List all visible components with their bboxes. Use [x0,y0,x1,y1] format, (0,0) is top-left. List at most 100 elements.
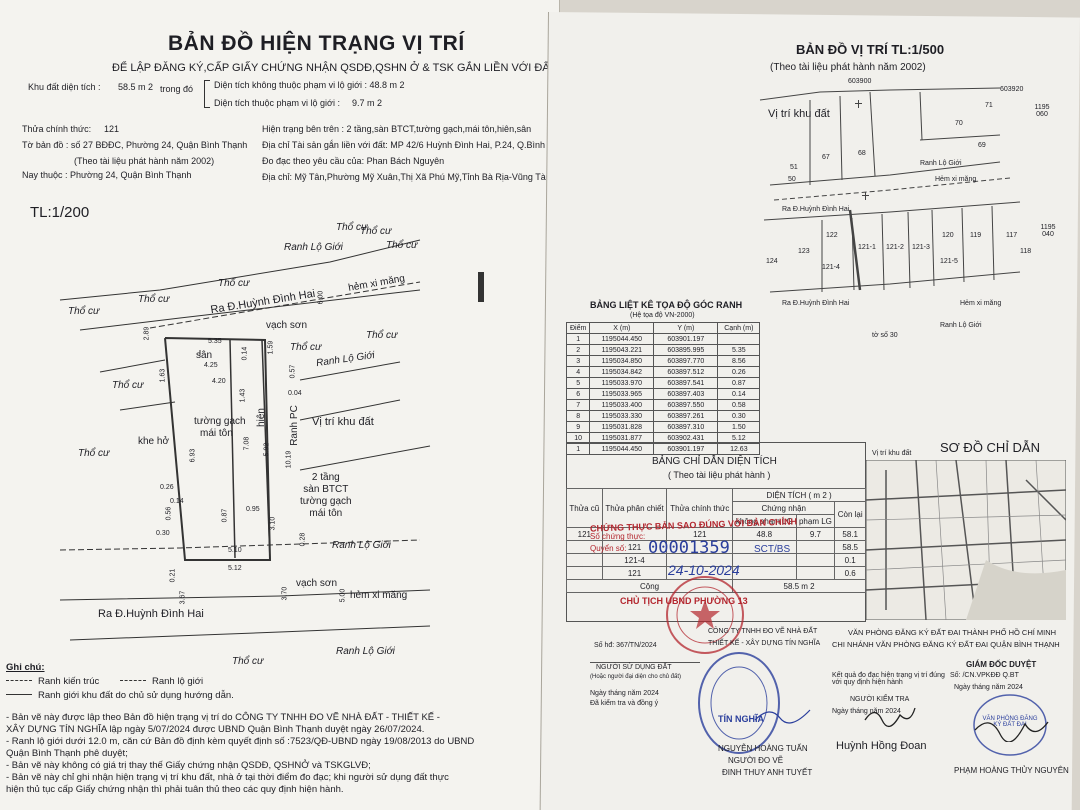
cell: 1195033.970 [589,377,655,389]
area-header-old: Thửa cũ [566,488,603,528]
area-header-official: Thửa chính thức [666,488,734,528]
dim-420: 4.20 [212,378,226,385]
nguoi-do-ve: NGƯỜI ĐO VẼ [728,756,784,765]
cell: 603897.541 [653,377,719,389]
nguoi-kiem-tra: NGƯỜI KIỂM TRA [850,696,910,703]
office-1: VĂN PHÒNG ĐĂNG KÝ ĐẤT ĐAI THÀNH PHỐ HỒ C… [848,628,1057,637]
name-tuyet: ĐINH THUY ANH TUYẾT [722,768,813,777]
cell: 603897.550 [653,399,719,411]
cell: 1195044.450 [589,333,655,345]
note-3: - Ranh lộ giới dưới 12.0 m, căn cứ Bản đ… [6,736,475,747]
cell: 5 [565,377,591,389]
vi-tri-label: Vị trí khu đất [312,416,374,428]
cell: 1195034.850 [589,355,655,367]
cell: 12.63 [717,443,761,455]
cert-stamp-number: 00001359 [648,538,730,558]
area-not-road: Diện tích không thuộc phạm vi lộ giới : … [214,80,405,90]
nay-thuoc: Nay thuộc : Phường 24, Quận Bình Thạnh [22,170,192,180]
note-7: hiện thủ tục cấp Giấy chứng nhận thì phả… [6,784,344,795]
parcel-119: 119 [970,232,982,239]
dim-026: 0.26 [160,484,174,491]
cell: 6 [565,388,591,400]
da-kiem-tra: Đã kiểm tra và đồng ý [590,700,659,707]
doc-title: BẢN ĐỒ HIỆN TRẠNG VỊ TRÍ [168,32,465,55]
area-subheader-row-2: không phạm LG phạm LG [567,514,866,528]
dim-367: 3.67 [179,590,187,605]
cell [566,566,603,580]
cell: 0.87 [717,377,761,389]
note-2: XÂY DỰNG TÍN NGHĨA lập ngày 5/07/2024 đư… [6,724,425,735]
cell [732,553,797,567]
coord-603900: 603900 [848,78,872,85]
coord-header-point: Điểm [565,322,591,334]
parcel-123: 123 [798,248,810,255]
dim-014: 0.14 [241,346,249,361]
cell: 603895.995 [653,344,719,356]
building-roof: mái tôn [309,508,343,519]
area-header-area: DIỆN TÍCH ( m 2 ) [732,488,866,502]
red-seal-icon [666,576,744,654]
location-map-subtitle: (Theo tài liệu phát hành năm 2002) [770,62,926,73]
guide-map-title: SƠ ĐỒ CHỈ DẪN [940,440,1040,455]
location-map [759,87,1021,293]
dim-289: 2.89 [143,326,151,341]
area-title: BẢNG CHỈ DẪN DIỆN TÍCH [652,456,777,467]
area-total-value: 58.5 m 2 [732,579,866,593]
nguoi-su-dung-sub: (Hoặc người đại diện cho chủ đất) [590,674,682,680]
area-table: Thửa cũ Thửa phân chiết Thửa chính thức … [565,488,866,593]
building-slab: sàn BTCT [303,484,349,495]
tho-cu-3: Thổ cư [386,240,418,251]
cell: 10 [565,432,591,444]
dim-004: 0.04 [288,390,302,397]
site-plan-drawing [59,239,484,641]
cell: 1 [565,333,591,345]
cell: 9.7 [795,527,836,541]
dim-370: 3.70 [281,586,289,601]
signature-icon [864,707,916,727]
building-wall: tường gạch [300,496,352,507]
cell: 0.1 [834,553,866,567]
cell: 5.35 [717,344,761,356]
office-2: CHI NHÁNH VĂN PHÒNG ĐĂNG KÝ ĐẤT ĐAI QUẬN… [832,640,1060,649]
dim-159: 1.59 [267,340,275,355]
cell: 603897.261 [653,410,719,422]
note-4: Quận Bình Thạnh phê duyệt; [6,748,128,759]
cell: 1195044.450 [589,443,655,455]
dim-512: 5.12 [228,565,242,572]
cell: 0.26 [717,366,761,378]
note-6: - Bản vẽ này chỉ ghi nhận hiện trạng vị … [6,772,449,783]
tho-cu-6: Thổ cư [68,306,100,317]
tho-cu-7: Thổ cư [366,330,398,341]
cell: 1195033.330 [589,410,655,422]
ranh-lo-gioi-top: Ranh Lộ Giới [284,242,343,253]
parcel-70: 70 [955,120,963,127]
dia-chi: Địa chỉ: Mỹ Tân,Phường Mỹ Xuân,Thị Xã Ph… [262,172,551,182]
name-tuan: NGUYỄN HOÀNG TUẤN [718,744,808,753]
building-floors: 2 tầng [311,472,340,483]
cell: 8 [565,410,591,422]
cell: 0.14 [717,388,761,400]
parcel-50: 50 [788,176,796,183]
brace [204,80,210,108]
cell: 603897.512 [653,366,719,378]
tho-cu-9: Thổ cư [112,380,144,391]
area-header-certified: Chứng nhận [732,501,836,515]
cell: 0.30 [717,410,761,422]
cert-stamp-sct: SCT/BS [754,544,791,555]
area-road-value: 9.7 m 2 [352,98,383,108]
company-1: CÔNG TY TNHH ĐO VẼ NHÀ ĐẤT [708,628,818,635]
tho-cu-5: Thổ cư [138,294,170,305]
name-nguyen: PHẠM HOÀNG THỦY NGUYÊN [954,766,1069,775]
scale-main: TL:1/200 [30,204,90,221]
legend-1: Ranh kiến trúc [38,676,100,687]
area-total-label: Cộng [565,579,734,593]
parcel-121-4: 121-4 [822,264,840,271]
dim-030: 0.30 [156,530,170,537]
tho-cu-11: Thổ cư [232,656,264,667]
company-2: THIẾT KẾ - XÂY DỰNG TÍN NGHĨA [708,640,821,647]
cell: 603897.770 [653,355,719,367]
